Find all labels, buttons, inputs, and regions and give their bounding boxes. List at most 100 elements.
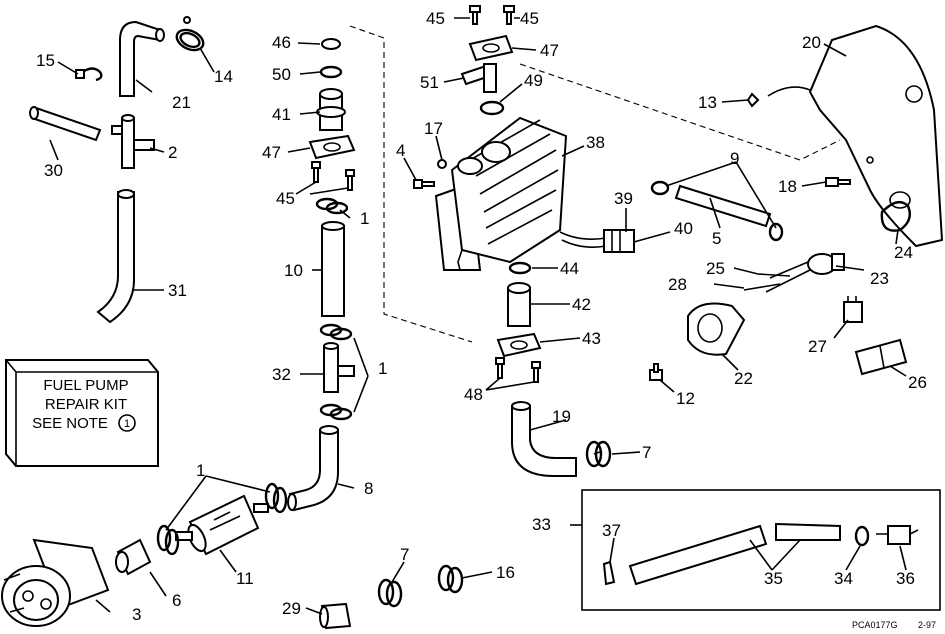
- callout-37: 37: [602, 521, 621, 540]
- part-oring-1-mid: [319, 323, 353, 341]
- callout-40: 40: [674, 219, 693, 238]
- callout-28: 28: [668, 275, 687, 294]
- drawing-code: PCA0177G: [852, 620, 898, 630]
- part-sensor-39: [559, 229, 635, 253]
- part-tee-fitting-2: [111, 114, 155, 169]
- callout-5: 5: [712, 229, 721, 248]
- callout-20: 20: [802, 33, 821, 52]
- part-elbow-fitting-51: [460, 63, 497, 93]
- part-screw-48-b: [531, 361, 541, 383]
- callout-45-left: 45: [276, 189, 295, 208]
- part-clamp-9-right: [768, 222, 784, 242]
- part-hose-6: [115, 538, 152, 576]
- part-clamp-7-right: [585, 440, 612, 468]
- part-tee-fitting-32: [323, 342, 355, 393]
- part-pin-28: [743, 283, 781, 291]
- callout-9: 9: [730, 149, 739, 168]
- part-clamp-7-bottom: [377, 578, 403, 608]
- callout-7-bottom: 7: [400, 545, 409, 564]
- kit-33-box: [581, 489, 941, 611]
- part-screw-4: [413, 179, 435, 189]
- callout-35: 35: [764, 569, 783, 588]
- part-hose-21: [119, 20, 165, 97]
- part-hose-30: [29, 106, 102, 142]
- part-screw-45-top-b: [503, 5, 515, 25]
- callout-17: 17: [424, 119, 443, 138]
- part-fuel-pump-3: [1, 538, 110, 627]
- callout-24: 24: [894, 243, 913, 262]
- part-screw-45-left-b: [345, 169, 355, 191]
- callout-1-mid: 1: [378, 359, 387, 378]
- part-wire-13: [746, 86, 811, 108]
- kit-note-number: 1: [124, 418, 130, 430]
- callout-4: 4: [396, 141, 405, 160]
- part-screw-45-top-a: [469, 5, 481, 25]
- callout-26: 26: [908, 373, 927, 392]
- part-washer-46: [321, 38, 341, 50]
- callout-30: 30: [44, 161, 63, 180]
- callout-11: 11: [236, 569, 254, 588]
- part-hose-8: [287, 425, 339, 512]
- callout-1-top: 1: [360, 209, 369, 228]
- callout-labels: 15 21 14 30 2 31 46 50 41 47 45 1 10 32 …: [36, 9, 927, 624]
- part-hose-19: [511, 401, 577, 477]
- callout-45-top-right: 45: [520, 9, 539, 28]
- part-screw-18: [825, 177, 851, 187]
- callout-25: 25: [706, 259, 725, 278]
- part-oring-44: [508, 261, 532, 275]
- callout-3: 3: [132, 605, 141, 624]
- part-oring-50: [319, 65, 343, 79]
- part-oring-1-bottom: [319, 403, 353, 421]
- part-connector-27: [843, 296, 863, 323]
- kit-note-line1: FUEL PUMP: [43, 377, 128, 394]
- callout-2: 2: [168, 143, 177, 162]
- part-fitting-41: [316, 88, 346, 131]
- part-hose-5: [674, 184, 772, 228]
- callout-18: 18: [778, 177, 797, 196]
- callout-43: 43: [582, 329, 601, 348]
- callout-41: 41: [272, 105, 291, 124]
- part-connector-26: [854, 338, 908, 376]
- part-tube-10: [321, 221, 345, 317]
- callout-10: 10: [284, 261, 303, 280]
- part-gasket-47-top: [468, 34, 514, 62]
- callout-32: 32: [272, 365, 291, 384]
- part-clamp-9-left: [650, 180, 670, 196]
- part-screw-12: [649, 363, 663, 381]
- part-clamp-1-right: [264, 482, 288, 514]
- callout-51: 51: [420, 73, 439, 92]
- callout-34: 34: [834, 569, 853, 588]
- callout-27: 27: [808, 337, 827, 356]
- part-clamp-1-left: [156, 524, 180, 556]
- part-gasket-47-left: [308, 134, 356, 160]
- part-fuel-pump-body-38: [434, 116, 568, 271]
- callout-48: 48: [464, 385, 483, 404]
- callout-47-left: 47: [262, 143, 281, 162]
- part-seal-24: [880, 200, 911, 232]
- part-fuel-filter-11: [175, 494, 269, 556]
- part-oring-1-top: [315, 197, 349, 215]
- kit-note-line2: REPAIR KIT: [45, 396, 127, 413]
- part-hose-29: [319, 602, 352, 630]
- callout-42: 42: [572, 295, 591, 314]
- callout-29: 29: [282, 599, 301, 618]
- callout-14: 14: [214, 67, 233, 86]
- part-sensor-23: [765, 253, 845, 293]
- callout-46: 46: [272, 33, 291, 52]
- part-oring-17: [437, 159, 447, 169]
- part-clamp-16: [437, 564, 464, 594]
- part-screw-45-left-a: [311, 161, 321, 183]
- part-oring-49: [479, 100, 505, 116]
- callout-23: 23: [870, 269, 889, 288]
- part-screw-48-a: [495, 357, 505, 379]
- callout-39: 39: [614, 189, 633, 208]
- callout-45-top-left: 45: [426, 9, 445, 28]
- part-clamp-14: [175, 16, 205, 52]
- leader-lines: [49, 17, 907, 615]
- callout-19: 19: [552, 407, 571, 426]
- part-clip-15: [75, 67, 103, 82]
- callout-13: 13: [698, 93, 717, 112]
- callout-6: 6: [172, 591, 181, 610]
- callout-22: 22: [734, 369, 753, 388]
- callout-21: 21: [172, 93, 191, 112]
